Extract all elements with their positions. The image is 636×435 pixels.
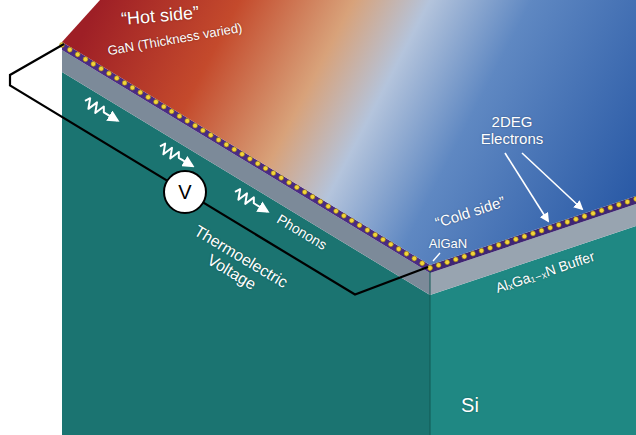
- leader-line: [505, 153, 548, 221]
- electron-dot: [488, 245, 493, 250]
- electron-dot: [185, 119, 190, 124]
- electron-dot: [365, 228, 370, 233]
- electron-dot: [565, 220, 570, 225]
- electron-dot: [522, 234, 527, 239]
- gan-top-face: [62, 0, 636, 265]
- electron-dot: [224, 142, 229, 147]
- electron-dot: [462, 254, 467, 259]
- electron-dot: [496, 243, 501, 248]
- electron-dot: [616, 202, 621, 207]
- electron-dot: [436, 263, 441, 268]
- phonon-arrow: [82, 97, 120, 125]
- electron-dot: [287, 180, 292, 185]
- electron-dot: [373, 232, 378, 237]
- layer-label: AlₓGa₁₋ₓN Buffer: [493, 248, 596, 296]
- carrier-label: Phonons: [274, 211, 330, 253]
- electron-dot: [453, 257, 458, 262]
- electron-dot: [216, 137, 221, 142]
- electron-dot: [599, 208, 604, 213]
- electron-dot: [67, 47, 72, 52]
- electron-dot: [91, 62, 96, 67]
- electron-dot: [326, 204, 331, 209]
- electron-dot: [169, 109, 174, 114]
- electron-dot: [479, 248, 484, 253]
- electron-dot: [634, 197, 636, 202]
- electron-dot: [271, 171, 276, 176]
- phonon-arrow: [157, 142, 195, 170]
- side-label: “Hot side”: [120, 2, 200, 29]
- electron-dot: [334, 209, 339, 214]
- electron-dot: [404, 251, 409, 256]
- electron-dot: [420, 261, 425, 266]
- voltmeter-ring: [164, 171, 206, 213]
- electron-dot: [161, 104, 166, 109]
- electron-dot: [263, 166, 268, 171]
- electron-dot: [574, 217, 579, 222]
- phonon-arrow: [232, 188, 270, 216]
- electron-dot: [381, 237, 386, 242]
- layer-label: AlGaN: [429, 237, 467, 252]
- electron-dot: [357, 223, 362, 228]
- electron-dot: [146, 95, 151, 100]
- voltmeter-circle: V: [163, 170, 207, 214]
- electron-dot: [83, 57, 88, 62]
- electron-dot: [294, 185, 299, 190]
- meter-symbol: V: [178, 182, 191, 202]
- electron-dot: [341, 213, 346, 218]
- electron-dot: [318, 199, 323, 204]
- electron-dot: [255, 161, 260, 166]
- leader-line: [522, 153, 582, 209]
- electron-dot: [279, 175, 284, 180]
- electron-dot: [232, 147, 237, 152]
- electron-dot: [208, 133, 213, 138]
- leader-line: [433, 253, 440, 261]
- electron-dot: [177, 114, 182, 119]
- electron-dot: [412, 256, 417, 261]
- substrate-label: Si: [461, 394, 479, 417]
- electron-dot: [608, 205, 613, 210]
- electron-dot: [248, 156, 253, 161]
- electron-dot: [582, 214, 587, 219]
- electron-dot: [349, 218, 354, 223]
- electron-dot: [130, 85, 135, 90]
- electron-dot: [625, 199, 630, 204]
- electron-dot: [99, 66, 104, 71]
- electron-dot: [122, 81, 127, 86]
- electron-dot: [556, 222, 561, 227]
- electron-dot: [302, 190, 307, 195]
- electron-dot: [154, 100, 159, 105]
- electron-dot: [75, 52, 80, 57]
- electron-dot: [471, 251, 476, 256]
- electron-dot: [201, 128, 206, 133]
- electron-dot: [107, 71, 112, 76]
- electron-dot: [591, 211, 596, 216]
- electron-dot: [396, 247, 401, 252]
- electron-dot: [548, 225, 553, 230]
- electron-dot: [388, 242, 393, 247]
- electron-dot: [505, 240, 510, 245]
- electron-dot: [193, 123, 198, 128]
- electron-dot: [539, 228, 544, 233]
- electron-dot: [310, 194, 315, 199]
- corner-edge: [430, 265, 431, 435]
- carrier-label: 2DEG Electrons: [470, 113, 554, 148]
- electron-dot: [114, 76, 119, 81]
- measurement-label: Thermoelectric Voltage: [173, 217, 299, 313]
- side-label: “Cold side”: [433, 193, 507, 232]
- electron-dot: [445, 260, 450, 265]
- electron-dot: [513, 237, 518, 242]
- electron-dot: [240, 152, 245, 157]
- electron-dot: [531, 231, 536, 236]
- electron-dot: [138, 90, 143, 95]
